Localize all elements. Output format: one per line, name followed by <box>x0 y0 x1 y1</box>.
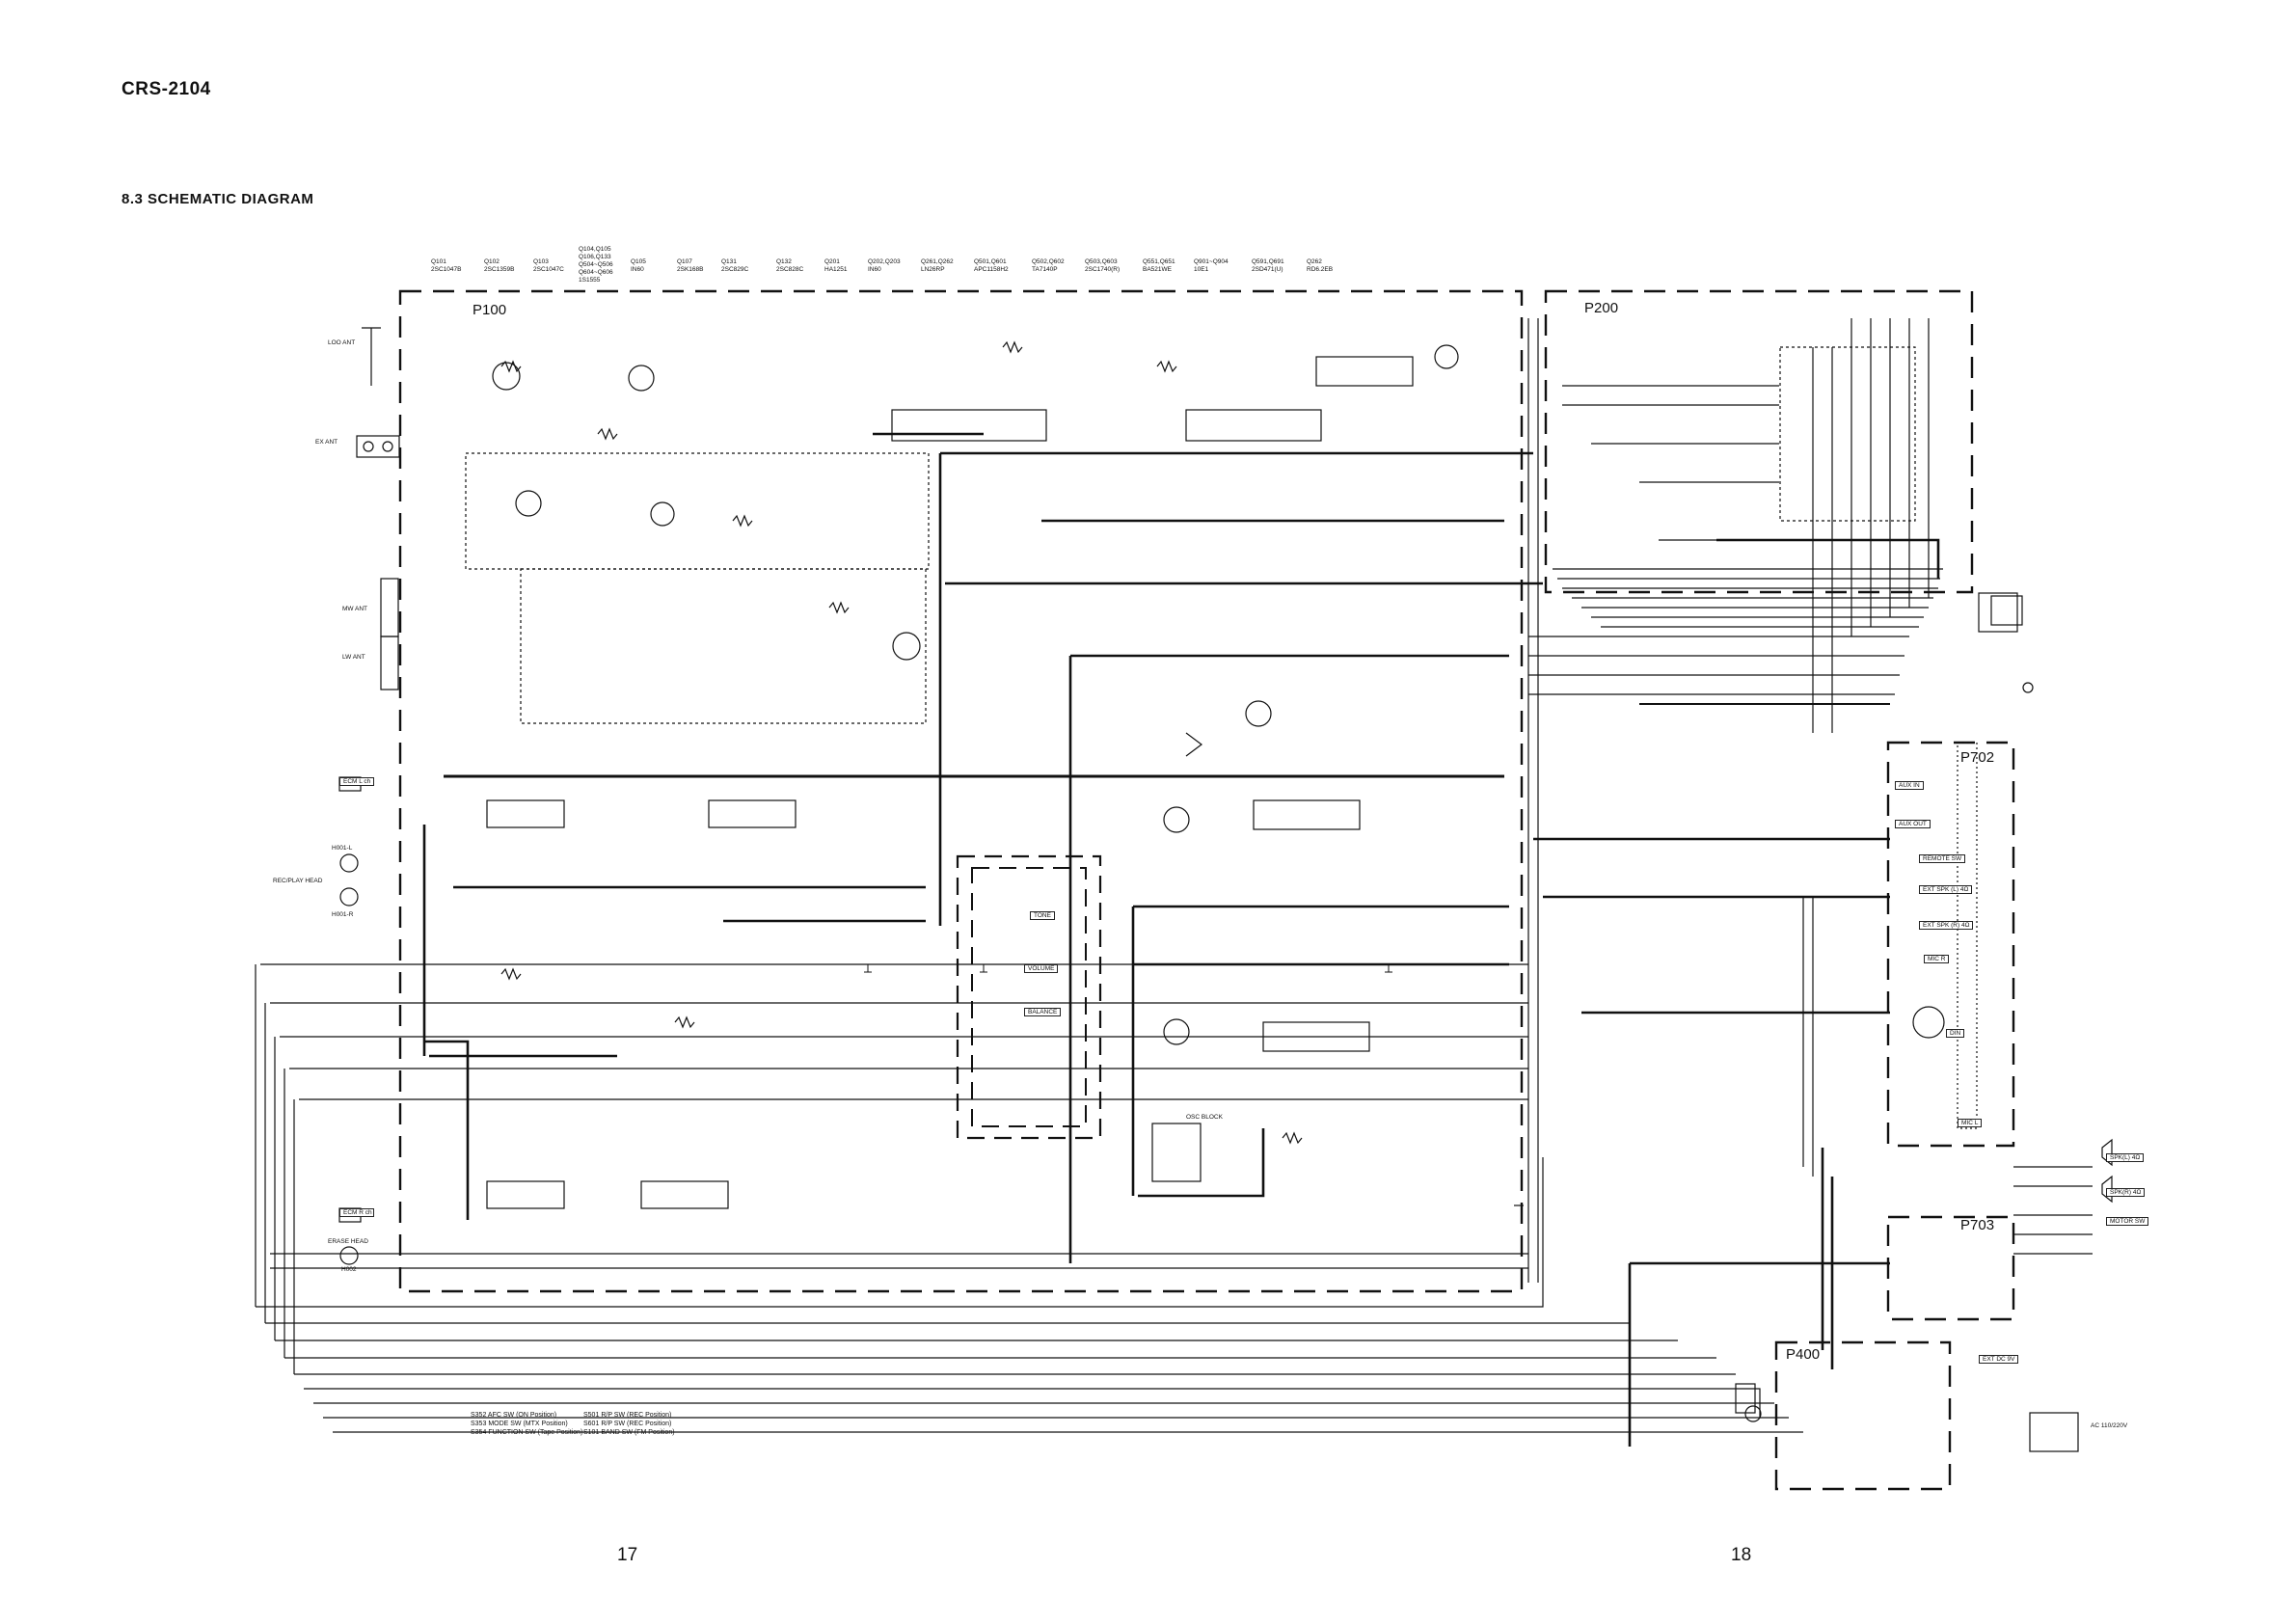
label-ext-spk-l: EXT SPK (L) 4Ω <box>1919 885 1973 894</box>
p200-outline <box>1544 289 1974 594</box>
p400-outline <box>1774 1340 1952 1491</box>
p100-outline <box>398 289 1524 1293</box>
note-3: S501 R/P SW (REC Position) <box>583 1412 672 1419</box>
block-label-p400: P400 <box>1786 1346 1821 1363</box>
label-aux-in: AUX IN <box>1895 781 1924 790</box>
note-5: S101 BAND SW (FM Position) <box>583 1429 675 1436</box>
switch-notes: S352 AFC SW (ON Position) S353 MODE SW (… <box>471 1411 582 1437</box>
label-rec-play-head: REC/PLAY HEAD <box>273 878 323 884</box>
page-number-right: 18 <box>1731 1545 1752 1565</box>
label-spk-l: SPK(L) 4Ω <box>2106 1153 2145 1162</box>
note-4: S601 R/P SW (REC Position) <box>583 1421 672 1427</box>
label-aux-out: AUX OUT <box>1895 820 1931 828</box>
note-2: S354 FUNCTION SW (Tape Position) <box>471 1429 583 1436</box>
block-label-p703: P703 <box>1960 1217 1995 1233</box>
label-volume: VOLUME <box>1024 964 1059 973</box>
note-0: S352 AFC SW (ON Position) <box>471 1412 557 1419</box>
switch-notes-2: S501 R/P SW (REC Position) S601 R/P SW (… <box>583 1411 675 1437</box>
label-remote-sw: REMOTE SW <box>1919 854 1966 863</box>
volume-block-outline <box>956 854 1102 1140</box>
label-osc-block: OSC BLOCK <box>1186 1114 1223 1121</box>
label-mic-r: MIC R <box>1924 955 1950 963</box>
label-ac-input: AC 110/220V <box>2091 1422 2128 1429</box>
label-erase-head: ERASE HEAD <box>328 1238 368 1245</box>
section-title: 8.3 SCHEMATIC DIAGRAM <box>122 191 314 207</box>
label-mw-ant: MW ANT <box>342 606 367 612</box>
label-tone: TONE <box>1030 911 1055 920</box>
label-ecm-r: ECM R ch <box>339 1208 374 1217</box>
model-number: CRS-2104 <box>122 79 211 99</box>
label-h002: H002 <box>341 1266 357 1273</box>
label-spk-r: SPK(R) 4Ω <box>2106 1188 2146 1197</box>
p703-outline <box>1886 1215 2015 1321</box>
label-ext-spk-r: EXT SPK (R) 4Ω <box>1919 921 1974 930</box>
label-loo-ant: LOO ANT <box>328 339 356 346</box>
label-h001-l: H001-L <box>332 845 353 852</box>
label-mic-l: MIC L <box>1958 1119 1983 1127</box>
label-ext-dc: EXT DC 9V <box>1979 1355 2019 1364</box>
label-din: DIN <box>1946 1029 1965 1038</box>
block-label-p200: P200 <box>1584 300 1619 316</box>
label-ecm-l: ECM L ch <box>339 777 374 786</box>
label-lw-ant: LW ANT <box>342 654 365 661</box>
page-number-left: 17 <box>617 1545 638 1565</box>
label-h001-r: H001-R <box>332 911 354 918</box>
label-balance: BALANCE <box>1024 1008 1062 1016</box>
block-label-p702: P702 <box>1960 749 1995 766</box>
p702-outline <box>1886 741 2015 1148</box>
block-label-p100: P100 <box>473 302 507 318</box>
note-1: S353 MODE SW (MTX Position) <box>471 1421 568 1427</box>
label-motor-sw: MOTOR SW <box>2106 1217 2149 1226</box>
label-ex-ant: EX ANT <box>315 439 338 446</box>
